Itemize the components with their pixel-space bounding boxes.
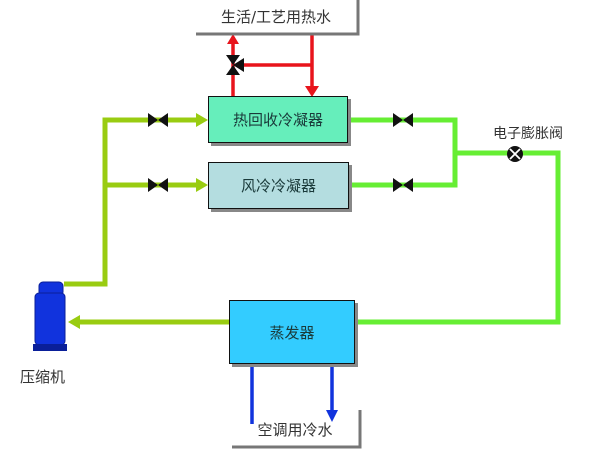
valve-icon <box>148 113 168 127</box>
heat-recovery-condenser: 热回收冷凝器 <box>208 96 348 143</box>
valve-icon <box>393 178 413 192</box>
hot-water-label: 生活/工艺用热水 <box>220 7 332 26</box>
liquid-pipes <box>349 117 561 325</box>
arrow-right-icon <box>196 178 208 192</box>
arrow-left-icon <box>68 315 80 329</box>
expansion-valve-icon <box>507 146 523 162</box>
compressor-label: 压缩机 <box>20 368 66 386</box>
arrow-right-icon <box>196 113 208 127</box>
air-cooled-condenser: 风冷冷凝器 <box>208 162 349 209</box>
valve-icon <box>148 178 168 192</box>
expansion-valve-label: 电子膨胀阀 <box>493 126 563 142</box>
chilled-water-pipes <box>250 366 334 424</box>
valve-icon <box>393 113 413 127</box>
chilled-water-label: 空调用冷水 <box>257 420 333 439</box>
arrow-up-icon <box>227 34 239 44</box>
discharge-pipes <box>64 117 229 325</box>
evaporator: 蒸发器 <box>229 300 355 364</box>
three-way-valve-icon <box>226 55 244 75</box>
compressor-icon <box>33 281 67 351</box>
arrow-down-icon <box>326 410 338 422</box>
arrow-down-icon <box>305 86 319 97</box>
